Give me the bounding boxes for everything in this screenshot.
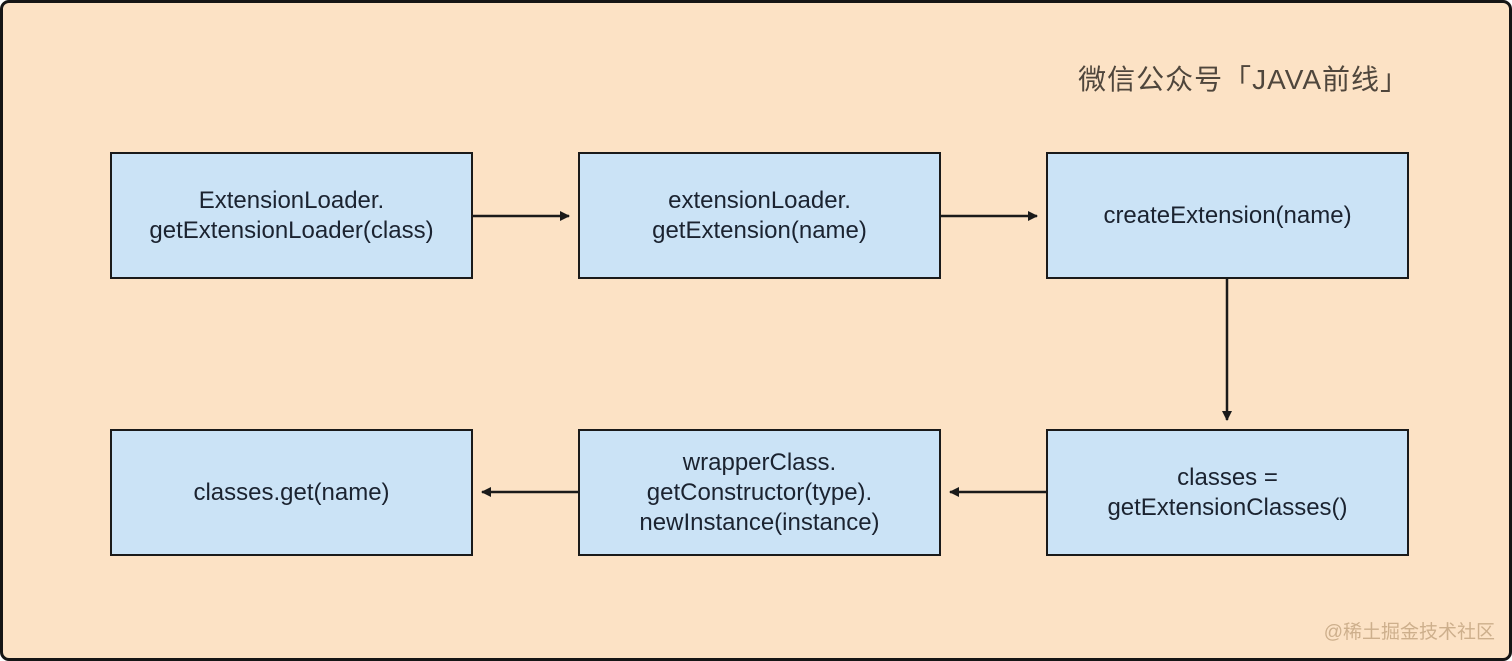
node-text-line: getConstructor(type).	[646, 478, 873, 506]
node-text-line: extensionLoader.	[668, 186, 851, 214]
node-text-line: ExtensionLoader.	[198, 186, 385, 214]
node-text-line: wrapperClass.	[682, 448, 837, 476]
flow-node-create-extension: createExtension(name)	[1046, 152, 1409, 279]
flow-node-get-extension-classes: classes = getExtensionClasses()	[1046, 429, 1409, 556]
flow-node-get-extension-loader: ExtensionLoader. getExtensionLoader(clas…	[110, 152, 473, 279]
node-text-line: getExtensionLoader(class)	[149, 216, 434, 244]
node-text-line: classes.get(name)	[193, 478, 390, 506]
watermark: @稀土掘金技术社区	[1323, 622, 1495, 643]
flow-node-new-instance: wrapperClass. getConstructor(type). newI…	[578, 429, 941, 556]
flow-node-classes-get: classes.get(name)	[110, 429, 473, 556]
node-text-line: classes =	[1177, 463, 1278, 491]
node-text-line: getExtension(name)	[652, 216, 867, 244]
flow-node-get-extension: extensionLoader. getExtension(name)	[578, 152, 941, 279]
node-text-line: createExtension(name)	[1103, 201, 1352, 229]
node-text-line: newInstance(instance)	[639, 508, 880, 536]
page-title: 微信公众号「JAVA前线」	[1078, 64, 1409, 95]
flow-arrows	[473, 211, 1232, 497]
node-text-line: getExtensionClasses()	[1107, 493, 1348, 521]
